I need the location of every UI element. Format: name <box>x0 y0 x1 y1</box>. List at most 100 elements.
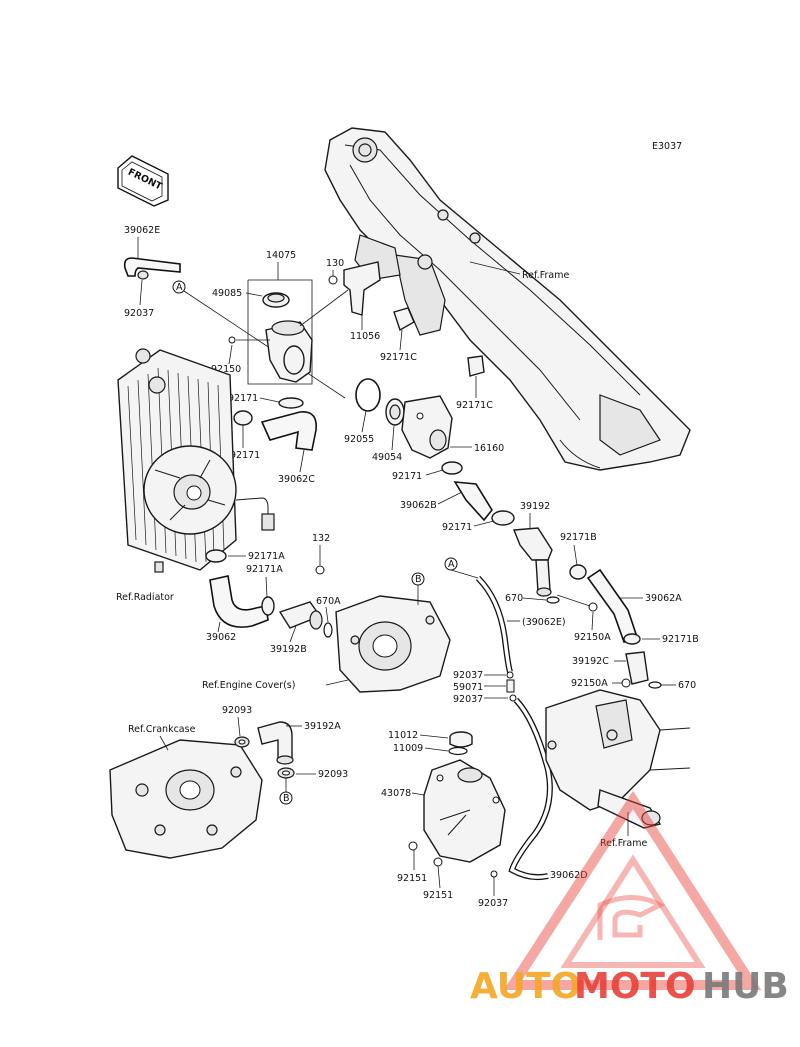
circle-marker-b-bottom: B <box>279 791 293 805</box>
part-39062: 39062 <box>206 632 236 643</box>
svg-text:B: B <box>283 793 290 804</box>
part-92171-mid1: 92171 <box>392 471 422 482</box>
frame-illustration <box>324 127 691 471</box>
hose-39062e-mid <box>475 575 513 673</box>
oring-670-b <box>648 681 662 689</box>
oring-92055 <box>355 378 381 412</box>
part-39062a: 39062A <box>645 593 682 604</box>
part-92171c-b: 92171C <box>456 400 493 411</box>
part-39062e-mid: (39062E) <box>522 617 566 628</box>
part-670a: 670A <box>316 596 341 607</box>
hose-39062e-top <box>123 257 181 280</box>
crankcase-illustration <box>109 739 263 859</box>
clamp-92171b-b <box>623 633 641 645</box>
bolt-92151-b <box>433 857 443 867</box>
part-92150a-b: 92150A <box>571 678 608 689</box>
part-39062d: 39062D <box>550 870 588 881</box>
part-16160: 16160 <box>474 443 504 454</box>
part-92171a-a: 92171A <box>248 551 285 562</box>
ref-radiator-label: Ref.Radiator <box>116 592 174 603</box>
part-39192c: 39192C <box>572 656 609 667</box>
clamp-92171-left1 <box>278 397 304 409</box>
hose-39062b <box>453 481 493 522</box>
part-39062e-top: 39062E <box>124 225 160 236</box>
part-39062c: 39062C <box>278 474 315 485</box>
part-39062b: 39062B <box>400 500 437 511</box>
part-43078: 43078 <box>381 788 411 799</box>
circle-marker-a-top: A <box>172 280 186 294</box>
clamp-92171c-b <box>467 355 485 377</box>
radiator-cap-49085 <box>262 292 290 308</box>
svg-text:B: B <box>415 574 422 585</box>
part-92037-bot: 92037 <box>478 898 508 909</box>
part-92171-left1: 92171 <box>228 393 258 404</box>
gasket-11009 <box>448 746 468 756</box>
bolt-92151-a <box>408 841 418 851</box>
svg-text:A: A <box>448 559 455 570</box>
part-39192b: 39192B <box>270 644 307 655</box>
svg-text:A: A <box>176 282 183 293</box>
thermostat-cover-16160 <box>401 395 453 459</box>
part-11009: 11009 <box>393 743 423 754</box>
watermark-hub: HUB <box>702 966 789 1007</box>
ref-frame-bottom-label: Ref.Frame <box>600 838 647 849</box>
front-arrow-icon <box>117 155 169 207</box>
engine-cover-illustration <box>335 595 451 693</box>
part-92150a-a: 92150A <box>574 632 611 643</box>
circle-marker-a-mid: A <box>444 557 458 571</box>
part-92037-mid2: 92037 <box>453 694 483 705</box>
part-92151-b: 92151 <box>423 890 453 901</box>
clamp-92171-mid1 <box>441 461 463 475</box>
tee-39192 <box>512 527 553 597</box>
part-670-a: 670 <box>505 593 523 604</box>
hose-39062 <box>209 575 269 628</box>
watermark-auto: AUTO <box>470 966 581 1007</box>
part-39192: 39192 <box>520 501 550 512</box>
diagram-code: E3037 <box>652 141 682 152</box>
fitting-39192c <box>625 651 649 685</box>
part-132: 132 <box>312 533 330 544</box>
part-92093-b: 92093 <box>318 769 348 780</box>
oring-92093-b <box>277 767 295 779</box>
part-59071: 59071 <box>453 682 483 693</box>
part-130: 130 <box>326 258 344 269</box>
oring-92093-a <box>234 736 250 748</box>
oring-670a <box>323 622 333 638</box>
ref-engine-cover-label: Ref.Engine Cover(s) <box>202 680 295 691</box>
clamp-92171c-a <box>393 307 415 332</box>
part-92037-top: 92037 <box>124 308 154 319</box>
clamp-92171-left2 <box>233 410 253 426</box>
pipe-39192b <box>278 601 323 630</box>
watermark-logo <box>503 790 762 990</box>
ref-crankcase-label: Ref.Crankcase <box>128 724 196 735</box>
part-92151-a: 92151 <box>397 873 427 884</box>
part-670-b: 670 <box>678 680 696 691</box>
part-92171a-b: 92171A <box>246 564 283 575</box>
part-11056: 11056 <box>350 331 380 342</box>
circle-marker-b-top: B <box>411 572 425 586</box>
part-49054: 49054 <box>372 452 402 463</box>
breather-cover-43078 <box>423 759 506 863</box>
part-39192a: 39192A <box>304 721 341 732</box>
oring-670-a <box>546 596 560 604</box>
thermostat-49054 <box>385 398 405 426</box>
part-92171-mid2: 92171 <box>442 522 472 533</box>
clamp-92171-mid2 <box>491 510 515 526</box>
part-92037-mid: 92037 <box>453 670 483 681</box>
bracket-11056 <box>343 261 381 316</box>
part-92055: 92055 <box>344 434 374 445</box>
part-92171b-a: 92171B <box>560 532 597 543</box>
hose-39062d <box>508 697 553 881</box>
watermark-moto: MOTO <box>574 966 696 1007</box>
clamp-92171a-a <box>205 549 227 563</box>
part-92093-a: 92093 <box>222 705 252 716</box>
ref-frame-top-label: Ref.Frame <box>522 270 569 281</box>
part-92171c-a: 92171C <box>380 352 417 363</box>
part-14075: 14075 <box>266 250 296 261</box>
clamp-92171b-a <box>569 564 587 580</box>
filler-neck-14075 <box>265 320 313 383</box>
lower-frame-illustration <box>545 689 691 829</box>
bolt-92150a-a <box>588 602 598 612</box>
clamp-92171a-b <box>261 596 275 616</box>
